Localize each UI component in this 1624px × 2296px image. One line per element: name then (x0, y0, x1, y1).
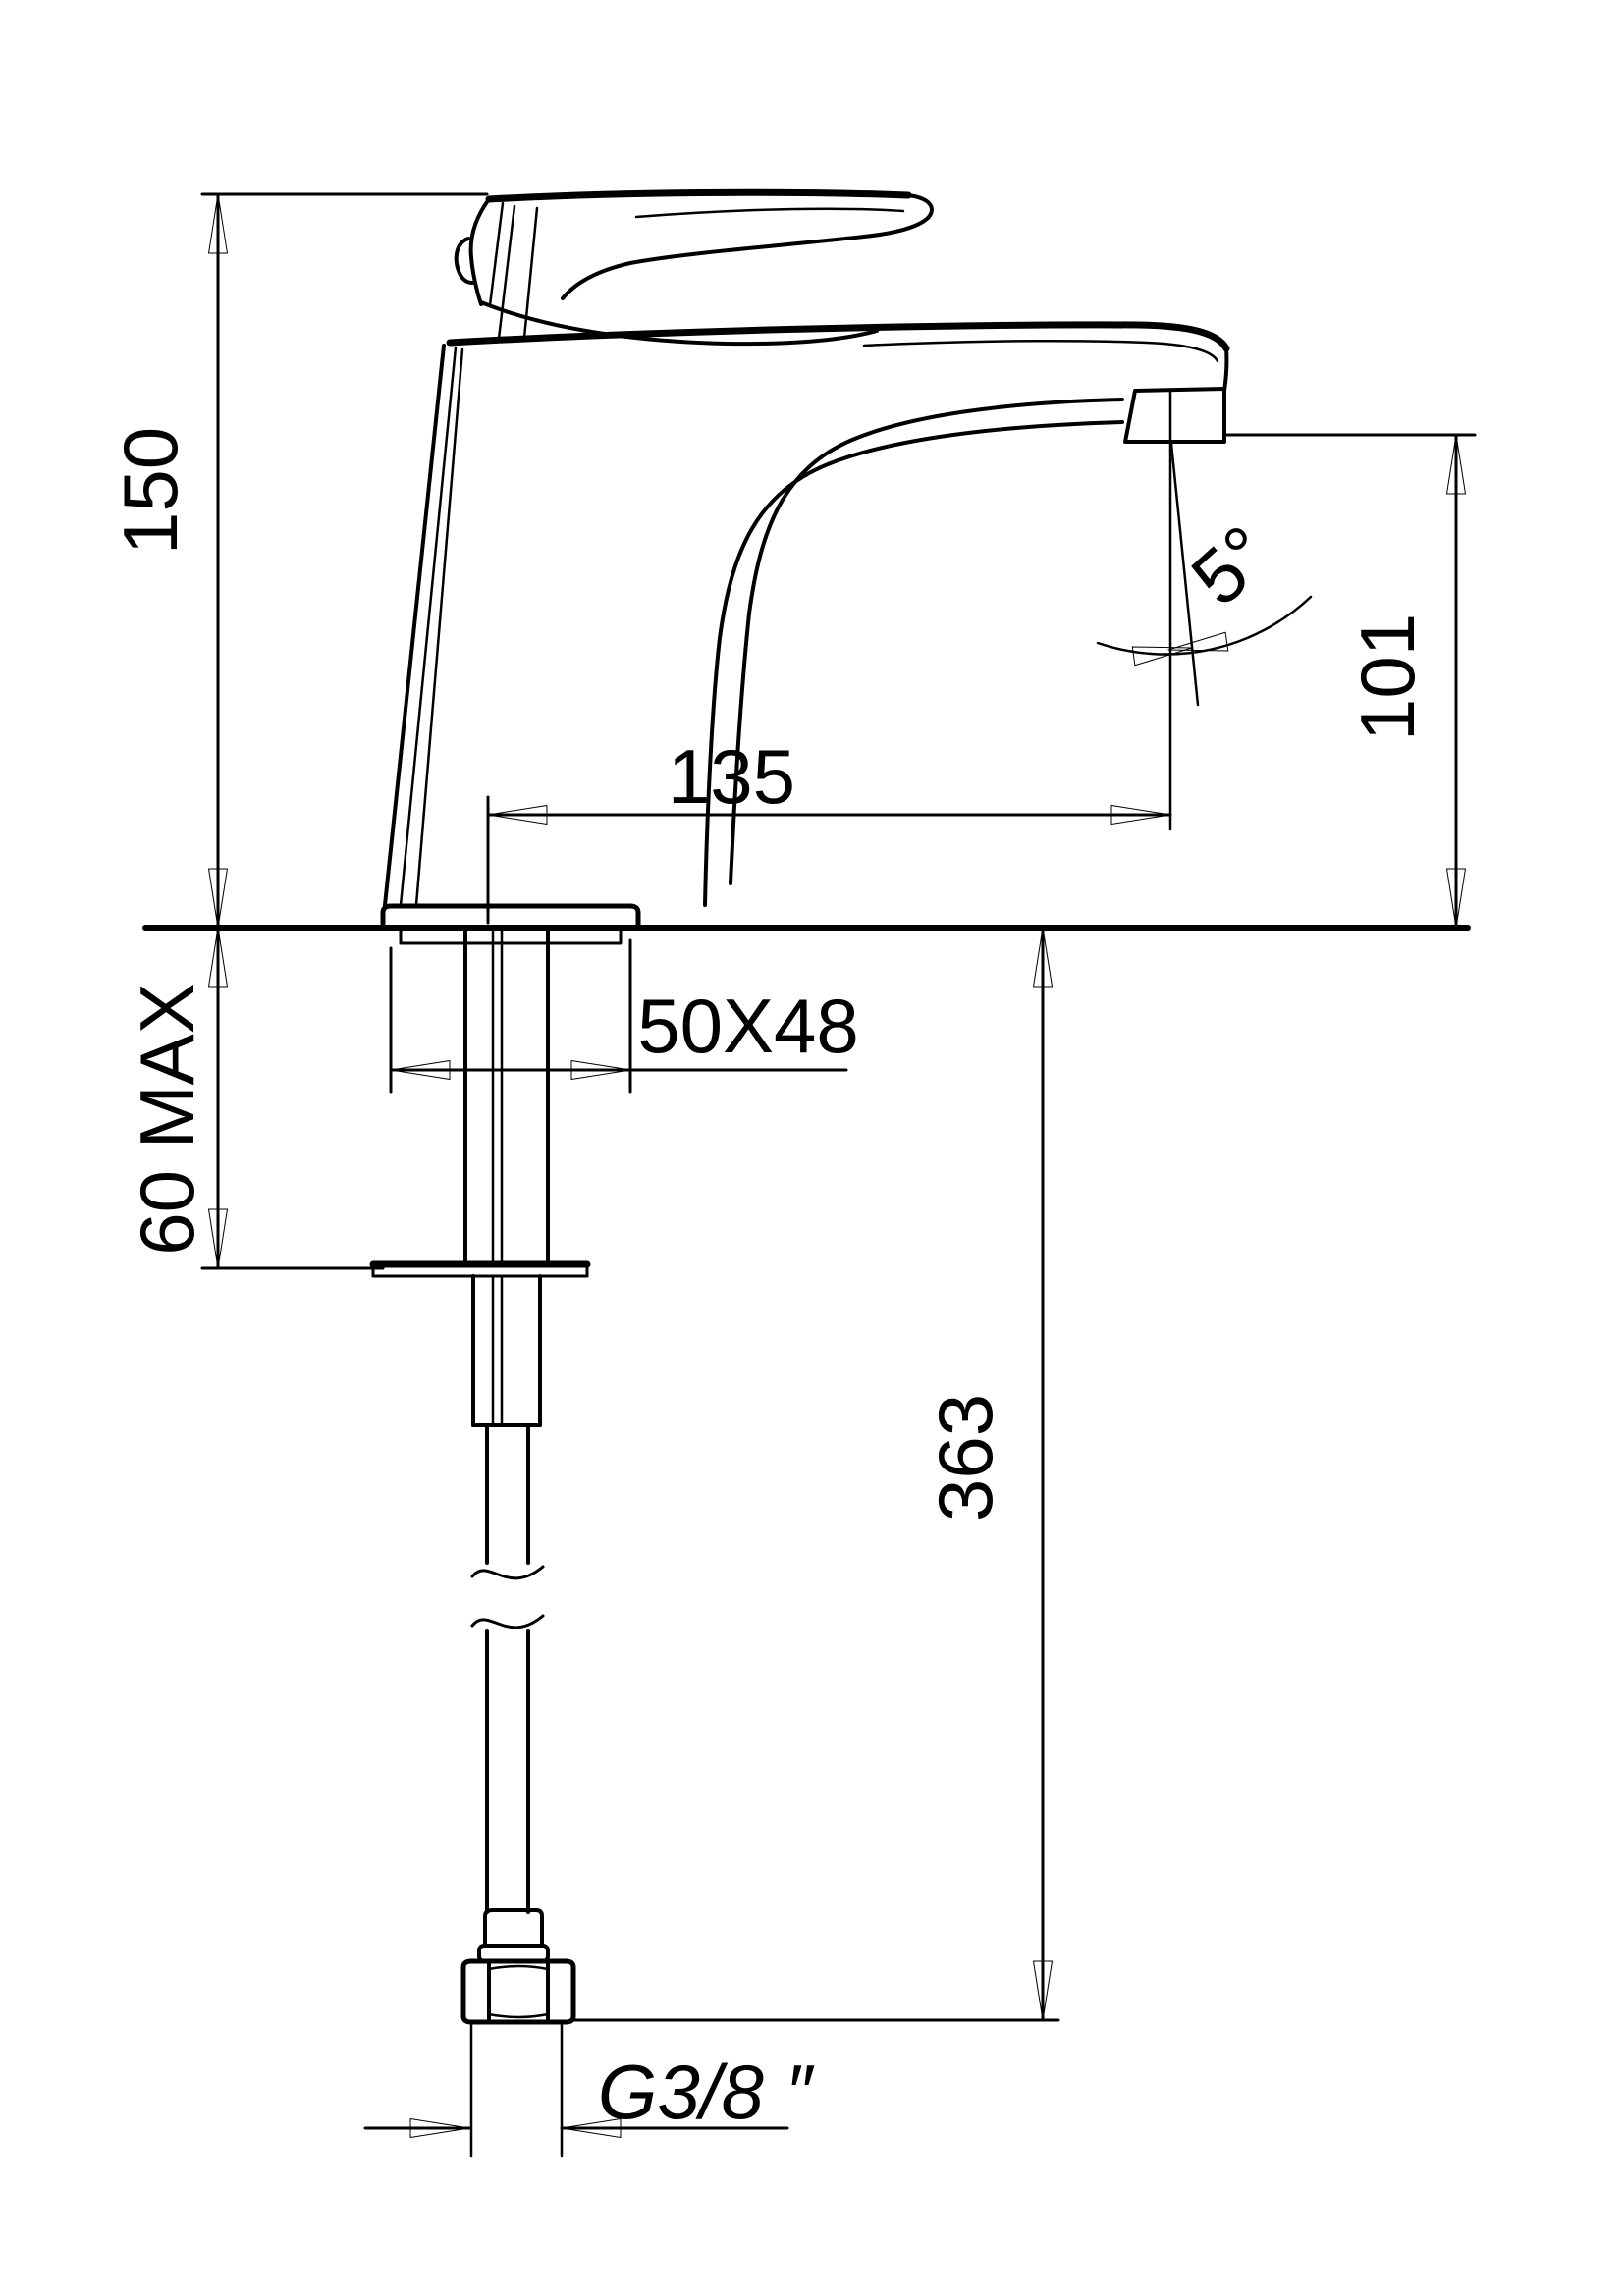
angle-arc (1096, 595, 1313, 656)
handle-underside (561, 235, 866, 300)
spout-tip-edge (1222, 347, 1229, 393)
handle-inner-line (634, 207, 905, 219)
hex-nut-outline (460, 1958, 576, 2025)
handle-tip (862, 193, 934, 239)
dim-g38-label: G3/8 ″ (598, 2049, 815, 2135)
spout-wall-line (862, 339, 1219, 363)
aerator (1123, 387, 1226, 444)
dim-angle-label: 5° (1175, 508, 1287, 621)
dim-363-label: 363 (922, 1394, 1008, 1522)
handle-neck-line-a (497, 204, 516, 341)
pipe-break-lower (470, 1614, 545, 1629)
handle-top-edge (485, 188, 912, 203)
dim-angle-5: 5° (1096, 442, 1313, 707)
dim-135: 135 (486, 389, 1172, 925)
base-flange-lip (399, 928, 623, 945)
faucet-body (380, 188, 1230, 945)
dim-50x48-label: 50X48 (637, 983, 859, 1069)
pipe-break-upper (470, 1565, 545, 1580)
dim-50x48: 50X48 (389, 938, 859, 1094)
under-counter-assembly (369, 928, 1060, 2025)
base-flange-plate (380, 903, 641, 930)
dim-150-label: 150 (107, 427, 193, 555)
hose-ferrule (483, 1908, 544, 1948)
dim-150: 150 (107, 192, 489, 930)
hex-nut-top-arc (487, 1964, 550, 1971)
handle-cap-inner-line (488, 201, 505, 307)
dim-60-label: 60 MAX (124, 983, 210, 1255)
handle-cap-bulge (454, 237, 474, 285)
dim-60-max: 60 MAX (124, 926, 385, 1270)
column-left-inner-a (399, 346, 458, 907)
column-left-inner-b (414, 347, 464, 907)
angle-tilted-line (1169, 442, 1200, 707)
dim-363: 363 (922, 926, 1053, 2022)
dim-101-label: 101 (1344, 614, 1431, 741)
dim-135-label: 135 (668, 733, 795, 820)
spout-underside-inner (729, 398, 1124, 885)
neck-bottom-sweep (479, 300, 879, 347)
column-left-edge (383, 344, 446, 907)
hex-nut-bottom-arc (487, 2012, 550, 2019)
spout-top-edge (446, 321, 1230, 352)
dim-101: 101 (1225, 433, 1477, 930)
dim-g38: G3/8 ″ (363, 2020, 815, 2158)
handle-cap-left-edge (468, 197, 491, 306)
spout-underside-outer (703, 420, 1124, 907)
